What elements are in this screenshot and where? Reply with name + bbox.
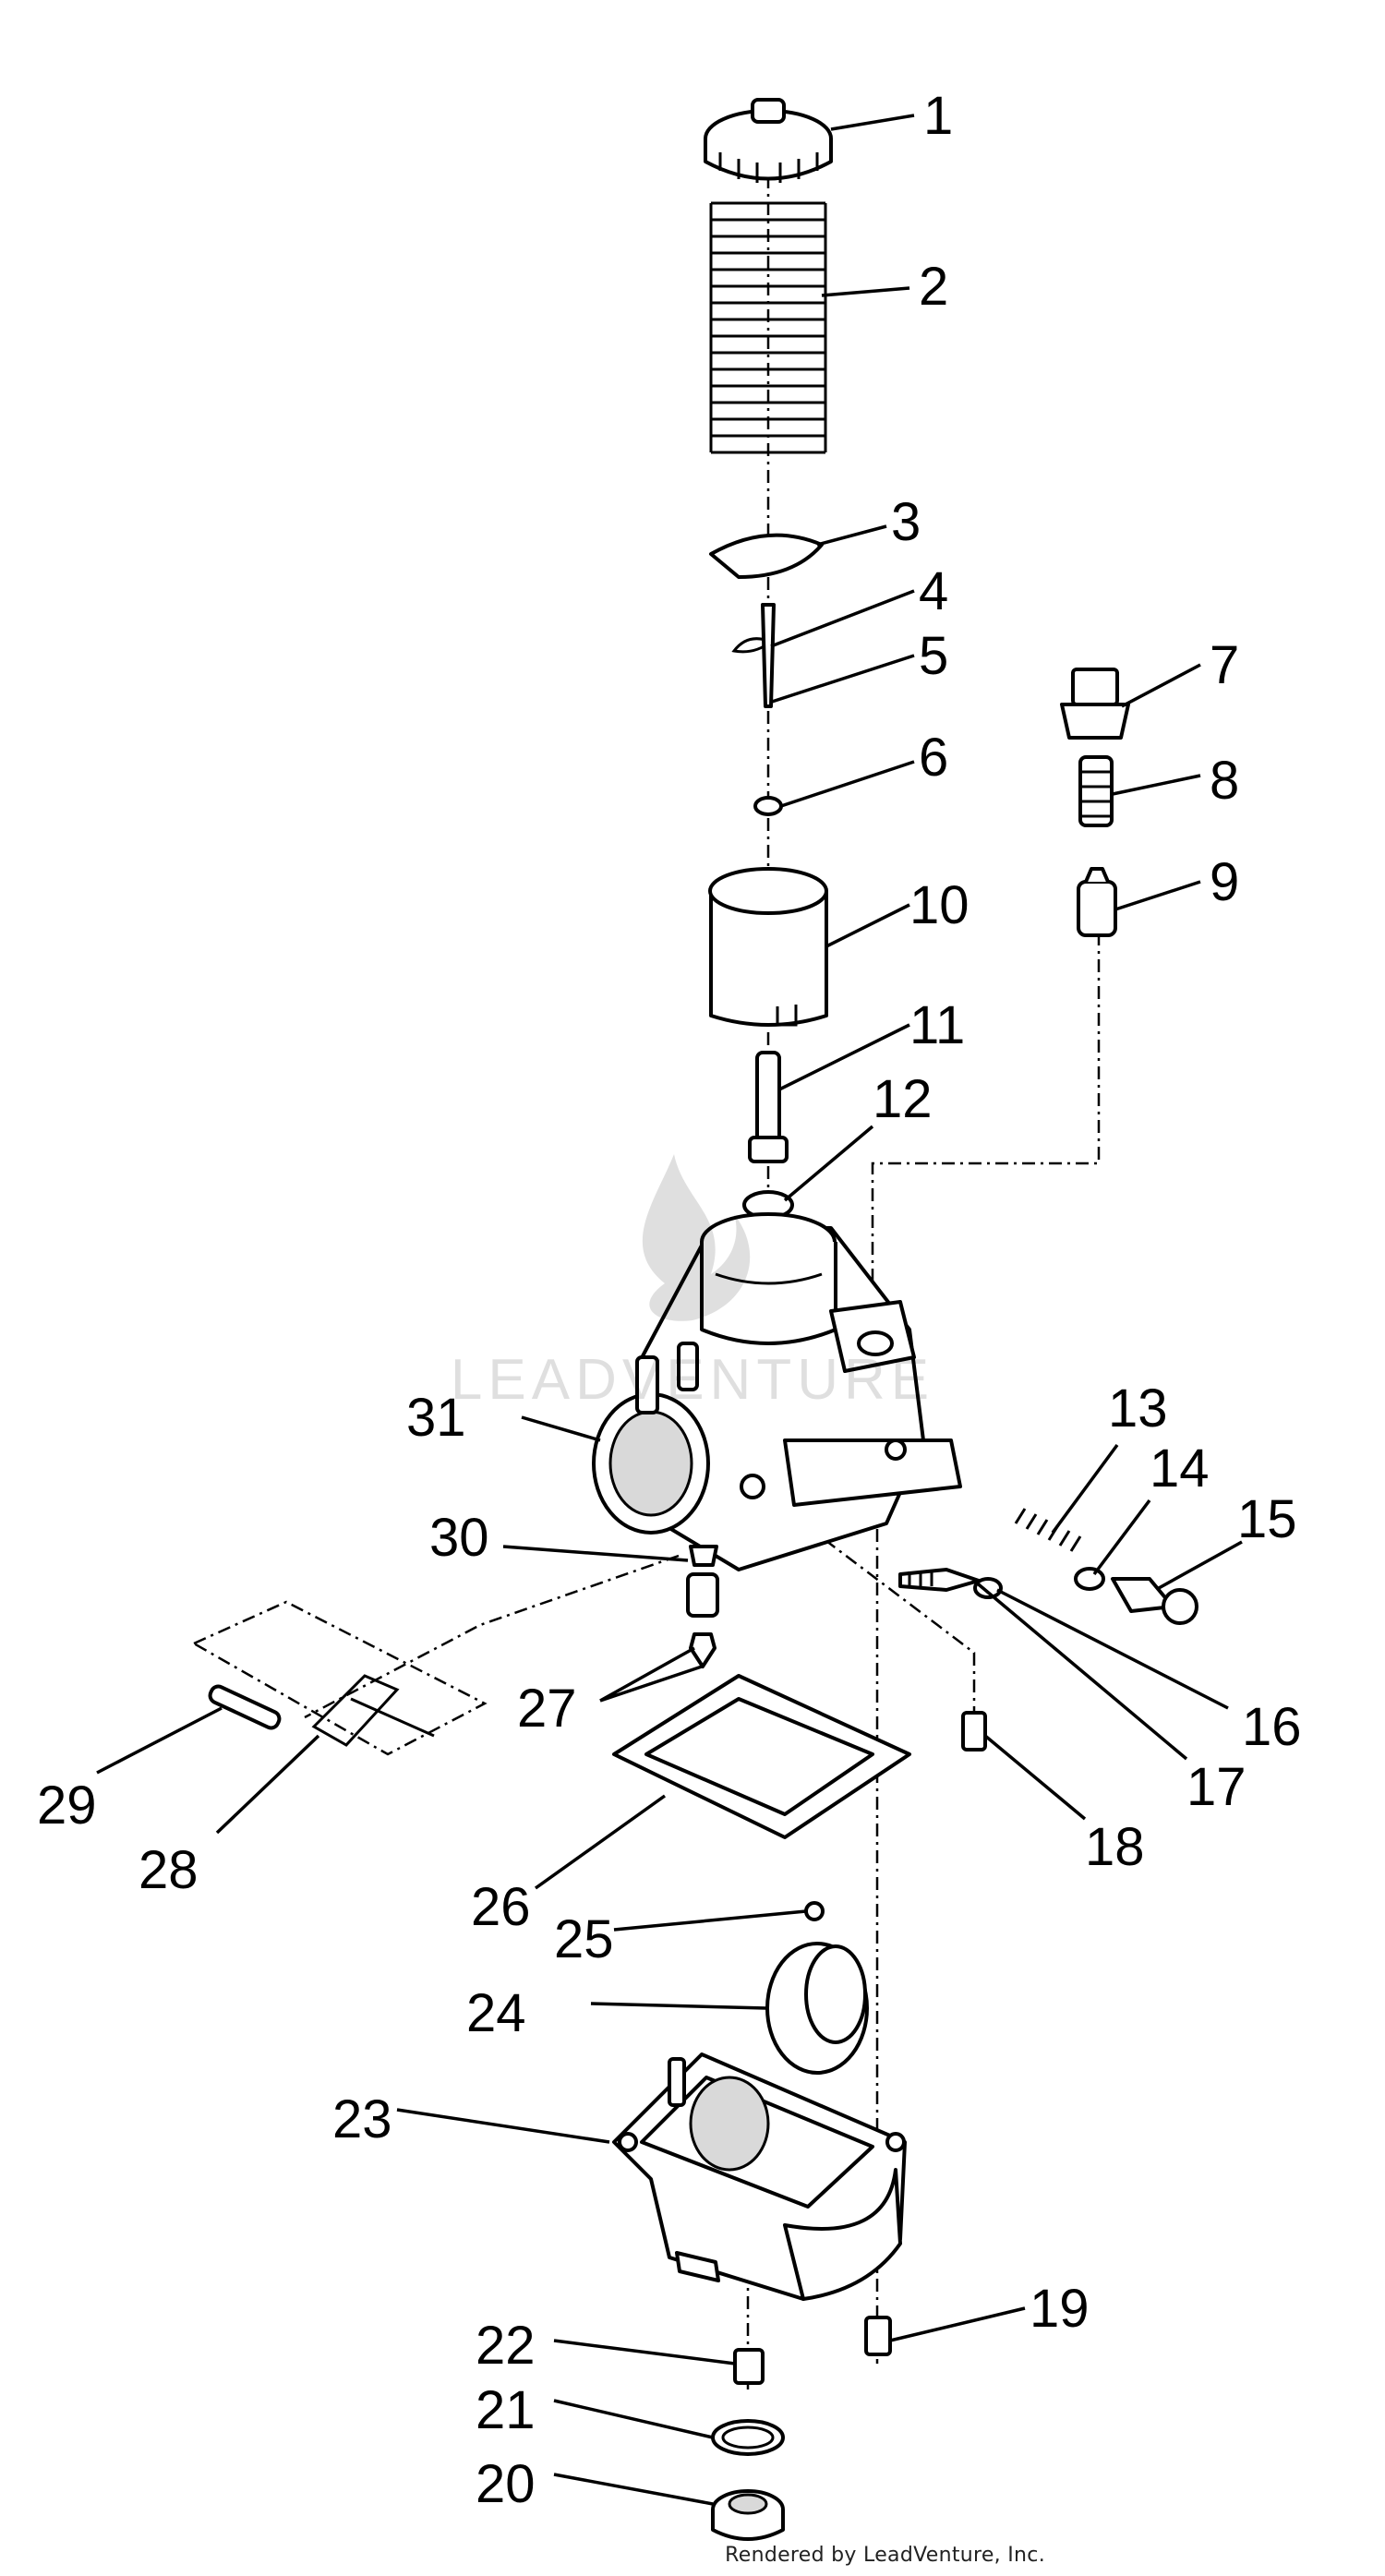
callout-label: 30 bbox=[429, 1508, 489, 1568]
part-18-drain-screw bbox=[961, 1711, 987, 1751]
callout-label: 13 bbox=[1108, 1378, 1168, 1438]
callout-label: 12 bbox=[873, 1069, 933, 1129]
part-24-float bbox=[765, 1942, 869, 2075]
part-28-float-arm bbox=[311, 1674, 435, 1747]
callout-label: 29 bbox=[37, 1776, 97, 1836]
assembly-axis-line bbox=[304, 175, 1101, 2391]
callout-label: 18 bbox=[1085, 1817, 1145, 1877]
part-29-float-pin bbox=[191, 1600, 488, 1756]
part-30-valve-seat bbox=[689, 1545, 718, 1567]
part-27-float-needle bbox=[686, 1572, 719, 1668]
part-11-needle-jet bbox=[748, 1051, 789, 1163]
part-2-throttle-spring bbox=[709, 201, 827, 454]
callout-label: 10 bbox=[909, 875, 970, 935]
rendered-by-credit: Rendered by LeadVenture, Inc. bbox=[725, 2544, 1045, 2567]
callout-label: 9 bbox=[1210, 852, 1239, 912]
callout-label: 15 bbox=[1237, 1489, 1297, 1549]
flame-icon bbox=[642, 1154, 751, 1321]
callout-label: 31 bbox=[406, 1388, 466, 1448]
part-6-washer bbox=[753, 796, 783, 816]
part-20-drain-plug bbox=[711, 2489, 785, 2541]
callout-label: 17 bbox=[1186, 1757, 1246, 1817]
part-19-screw bbox=[864, 2316, 892, 2356]
callout-label: 14 bbox=[1150, 1438, 1210, 1499]
watermark-text: LEADVENTURE bbox=[451, 1348, 934, 1412]
part-14-washer bbox=[1074, 1567, 1105, 1591]
part-31-carburetor-body bbox=[592, 1212, 962, 1571]
part-16-spring bbox=[973, 1577, 1003, 1599]
part-9-cap-nut bbox=[1077, 867, 1117, 937]
part-7-adjuster bbox=[1060, 668, 1130, 740]
part-23-float-bowl bbox=[612, 2052, 907, 2301]
callout-label: 5 bbox=[919, 626, 948, 686]
callout-label: 3 bbox=[891, 492, 921, 552]
callout-label: 16 bbox=[1242, 1697, 1302, 1757]
leader-lines bbox=[96, 114, 1243, 2506]
callout-label: 24 bbox=[466, 1983, 526, 2043]
part-21-gasket bbox=[711, 2419, 785, 2456]
part-25-float-pin bbox=[804, 1901, 825, 1921]
callout-label: 23 bbox=[332, 2089, 392, 2149]
part-15-throttle-stop-screw bbox=[1111, 1577, 1198, 1625]
callout-label: 27 bbox=[517, 1679, 577, 1739]
callout-label: 4 bbox=[919, 561, 948, 621]
part-17-pilot-screw bbox=[898, 1568, 981, 1592]
callout-label: 20 bbox=[476, 2454, 536, 2514]
part-13-spring bbox=[1014, 1508, 1082, 1552]
callout-label: 28 bbox=[138, 1840, 199, 1900]
callout-label: 8 bbox=[1210, 751, 1239, 811]
callout-label: 1 bbox=[923, 86, 953, 146]
part-5-jet-needle bbox=[761, 603, 776, 708]
part-3-retainer-plate bbox=[709, 533, 824, 579]
leadventure-watermark: LEADVENTURE bbox=[451, 1154, 934, 1412]
callout-label: 19 bbox=[1030, 2279, 1090, 2339]
callout-label: 6 bbox=[919, 728, 948, 788]
callout-label: 11 bbox=[909, 995, 965, 1055]
callout-label: 2 bbox=[919, 257, 948, 317]
callout-label: 25 bbox=[554, 1909, 614, 1969]
part-26-float-bowl-gasket bbox=[612, 1674, 911, 1839]
callout-label: 21 bbox=[476, 2380, 536, 2440]
part-22-main-jet bbox=[733, 2348, 765, 2385]
part-10-throttle-slide bbox=[708, 867, 828, 1027]
part-1-top-cap bbox=[704, 98, 833, 183]
callout-label: 7 bbox=[1210, 635, 1239, 695]
callout-label: 26 bbox=[471, 1877, 531, 1937]
callout-label: 22 bbox=[476, 2316, 536, 2376]
part-8-spring bbox=[1078, 755, 1114, 827]
